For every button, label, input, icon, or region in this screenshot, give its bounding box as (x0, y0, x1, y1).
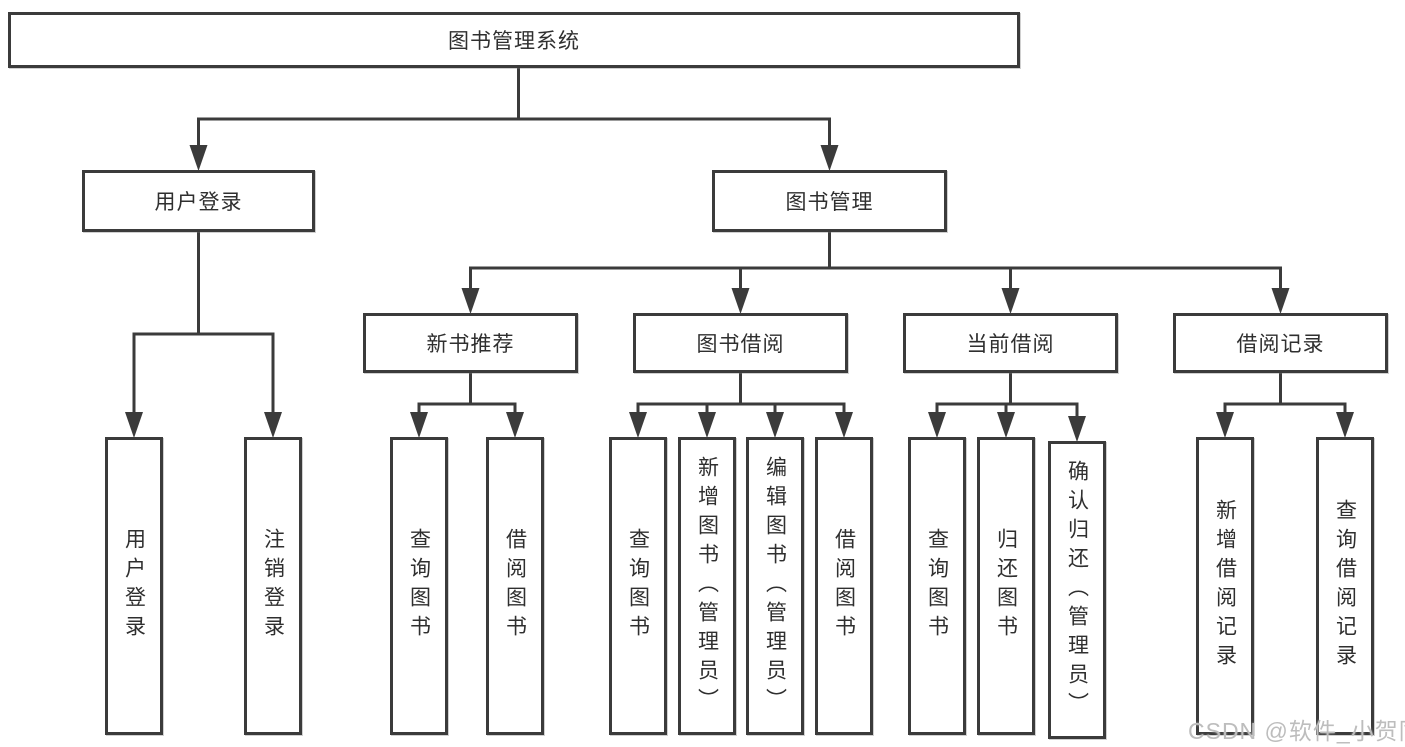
node-borrowing-records: 借阅记录 (1173, 313, 1388, 373)
node-book-borrowing: 图书借阅 (633, 313, 848, 373)
leaf-confirm-return-admin: 确认归还（管理员） (1048, 441, 1106, 739)
leaf-borrow-books-recommend-label: 借阅图书 (503, 528, 527, 644)
leaf-query-books-recommend-label: 查询图书 (407, 528, 431, 644)
leaf-add-borrow-record: 新增借阅记录 (1196, 437, 1254, 735)
leaf-query-books-borrow-label: 查询图书 (626, 528, 650, 644)
leaf-return-books: 归还图书 (977, 437, 1035, 735)
leaf-query-books-current-label: 查询图书 (925, 528, 949, 644)
leaf-add-borrow-record-label: 新增借阅记录 (1213, 499, 1237, 673)
leaf-edit-book-admin-label: 编辑图书（管理员） (763, 455, 787, 717)
csdn-watermark: CSDN @软件_小贺同学 (1188, 718, 1405, 744)
leaf-user-login-label: 用户登录 (122, 528, 146, 644)
leaf-logout-label: 注销登录 (261, 528, 285, 644)
node-root-system: 图书管理系统 (8, 12, 1020, 68)
leaf-query-books-current: 查询图书 (908, 437, 966, 735)
node-current-borrowing: 当前借阅 (903, 313, 1118, 373)
leaf-query-books-recommend: 查询图书 (390, 437, 448, 735)
leaf-borrow-books-label: 借阅图书 (832, 528, 856, 644)
leaf-user-login: 用户登录 (105, 437, 163, 735)
node-new-book-recommend: 新书推荐 (363, 313, 578, 373)
leaf-edit-book-admin: 编辑图书（管理员） (746, 437, 804, 735)
node-book-management: 图书管理 (712, 170, 947, 232)
leaf-borrow-books: 借阅图书 (815, 437, 873, 735)
leaf-confirm-return-admin-label: 确认归还（管理员） (1065, 459, 1089, 721)
leaf-return-books-label: 归还图书 (994, 528, 1018, 644)
leaf-borrow-books-recommend: 借阅图书 (486, 437, 544, 735)
leaf-add-book-admin: 新增图书（管理员） (678, 437, 736, 735)
leaf-add-book-admin-label: 新增图书（管理员） (695, 455, 719, 717)
tree-edges (132, 66, 1347, 419)
leaf-query-books-borrow: 查询图书 (609, 437, 667, 735)
leaf-query-borrow-record: 查询借阅记录 (1316, 437, 1374, 735)
arrowheads (125, 145, 1354, 442)
node-user-login: 用户登录 (82, 170, 315, 232)
leaf-query-borrow-record-label: 查询借阅记录 (1333, 499, 1357, 673)
leaf-logout: 注销登录 (244, 437, 302, 735)
